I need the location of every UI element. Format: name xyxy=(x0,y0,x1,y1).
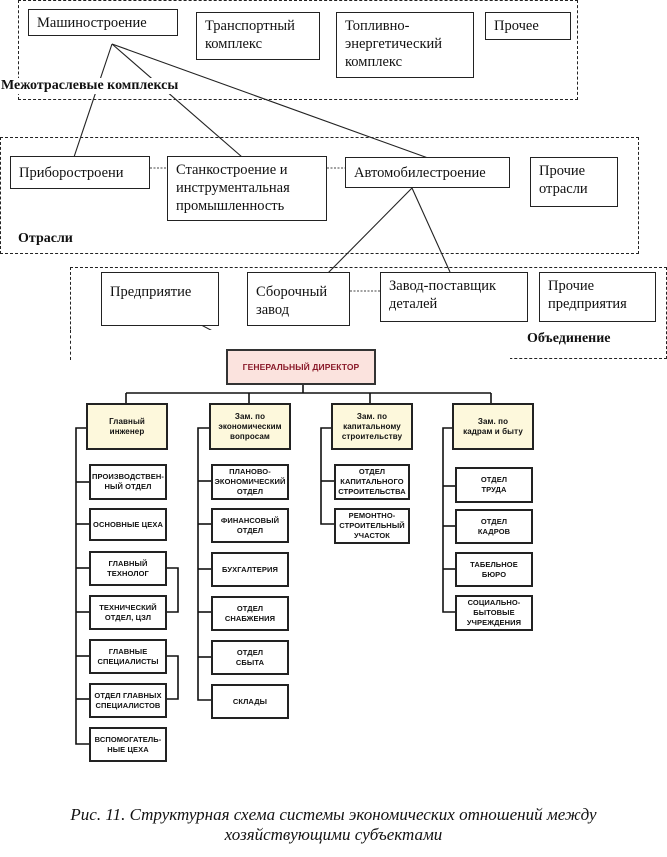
association-item-other-enterprises: Прочие предприятия xyxy=(539,272,656,322)
industry-item-automotive: Автомобилестроение xyxy=(345,157,510,188)
org-unit: БУХГАЛТЕРИЯ xyxy=(211,552,289,587)
link-auto-supplier xyxy=(411,187,451,273)
intersectoral-item-other: Прочее xyxy=(485,12,571,40)
link-machinery-auto xyxy=(111,43,429,159)
intersectoral-frame xyxy=(18,0,578,100)
intersectoral-label: Межотраслевые комплексы xyxy=(1,78,179,94)
org-unit: СОЦИАЛЬНО- БЫТОВЫЕ УЧРЕЖДЕНИЯ xyxy=(455,595,533,631)
industry-item-other: Прочие отрасли xyxy=(530,157,618,207)
association-item-enterprise: Предприятие xyxy=(101,272,219,326)
org-connectors xyxy=(75,385,492,745)
org-unit: ОТДЕЛ СНАБЖЕНИЯ xyxy=(211,596,289,631)
org-deputy-economics: Зам. по экономическим вопросам xyxy=(209,403,291,450)
link-machinery-instrument xyxy=(73,43,113,158)
figure-caption: Рис. 11. Структурная схема системы эконо… xyxy=(70,805,597,844)
org-unit: ПЛАНОВО- ЭКОНОМИЧЕСКИЙ ОТДЕЛ xyxy=(211,464,289,500)
org-unit: ОТДЕЛ ГЛАВНЫХ СПЕЦИАЛИСТОВ xyxy=(89,683,167,718)
org-unit: ТАБЕЛЬНОЕ БЮРО xyxy=(455,552,533,587)
industry-item-instrument: Приборостроени xyxy=(10,156,150,189)
org-deputy-hr: Зам. по кадрам и быту xyxy=(452,403,534,450)
org-unit: ОТДЕЛ КАДРОВ xyxy=(455,509,533,544)
intersectoral-item-machinery: Машиностроение xyxy=(28,9,178,36)
org-unit: СКЛАДЫ xyxy=(211,684,289,719)
org-head-general-director: ГЕНЕРАЛЬНЫЙ ДИРЕКТОР xyxy=(226,349,376,385)
org-unit: ВСПОМОГАТЕЛЬ- НЫЕ ЦЕХА xyxy=(89,727,167,762)
org-unit: ОТДЕЛ КАПИТАЛЬНОГО СТРОИТЕЛЬСТВА xyxy=(334,464,410,500)
industry-item-machine-tool: Станкостроение и инструментальная промыш… xyxy=(167,156,327,221)
association-frame-left-edge xyxy=(70,330,71,360)
org-unit: РЕМОНТНО- СТРОИТЕЛЬНЫЙ УЧАСТОК xyxy=(334,508,410,544)
industries-label: Отрасли xyxy=(18,231,73,246)
intersectoral-item-fuel-energy: Топливно- энергетический комплекс xyxy=(336,12,474,78)
org-unit: ОТДЕЛ СБЫТА xyxy=(211,640,289,675)
org-deputy-chief-engineer: Главный инженер xyxy=(86,403,168,450)
org-unit: ОТДЕЛ ТРУДА xyxy=(455,467,533,503)
association-label: Объединение xyxy=(527,331,611,346)
org-unit: ПРОИЗВОДСТВЕН- НЫЙ ОТДЕЛ xyxy=(89,464,167,500)
association-item-parts-supplier: Завод-поставщик деталей xyxy=(380,272,528,322)
org-deputy-construction: Зам. по капитальному строительству xyxy=(331,403,413,450)
org-unit: ГЛАВНЫЙ ТЕХНОЛОГ xyxy=(89,551,167,586)
link-machinery-machinetool xyxy=(111,43,243,158)
industries-frame xyxy=(0,137,639,254)
association-item-assembly-plant: Сборочный завод xyxy=(247,272,350,326)
org-unit: ТЕХНИЧЕСКИЙ ОТДЕЛ, ЦЗЛ xyxy=(89,595,167,630)
intersectoral-item-transport: Транспортный комплекс xyxy=(196,12,320,60)
org-unit: ГЛАВНЫЕ СПЕЦИАЛИСТЫ xyxy=(89,639,167,674)
link-auto-assembly xyxy=(324,187,413,277)
org-unit: ОСНОВНЫЕ ЦЕХА xyxy=(89,508,167,541)
org-unit: ФИНАНСОВЫЙ ОТДЕЛ xyxy=(211,508,289,543)
